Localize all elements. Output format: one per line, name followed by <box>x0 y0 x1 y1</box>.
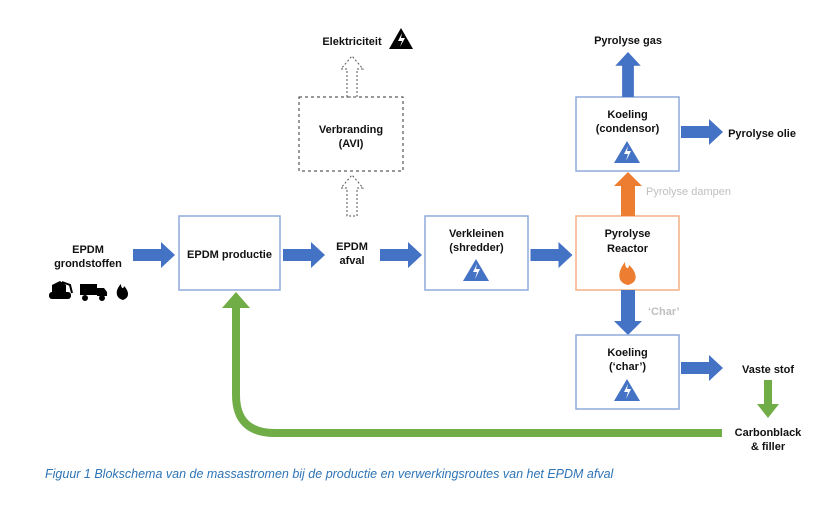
pyrolyse-gas-label: Pyrolyse gas <box>594 35 662 47</box>
pyrolyse-olie-label: Pyrolyse olie <box>728 128 796 140</box>
box-productie-label: EPDM productie <box>187 249 272 261</box>
arrow-verkleinen-to-reactor <box>530 242 573 268</box>
excavator-icon <box>49 281 73 299</box>
lightning-icon <box>389 28 413 49</box>
arrow-reactor-to-koeling-char <box>614 290 642 335</box>
verkleinen-label-2: (shredder) <box>449 242 504 254</box>
reactor-label-1: Pyrolyse <box>605 228 651 240</box>
recycle-arrow-head <box>222 292 250 308</box>
afval-label-1: EPDM <box>336 241 368 253</box>
pyrolyse-dampen-label: Pyrolyse dampen <box>646 186 731 198</box>
vaste-stof-label: Vaste stof <box>742 364 794 376</box>
box-epdm-productie <box>178 215 281 291</box>
arrow-afval-to-verkleinen <box>380 242 422 268</box>
arrow-condensor-to-gas <box>615 52 641 97</box>
dashed-arrow-verbranding-to-elektriciteit <box>339 55 365 98</box>
figure-caption: Figuur 1 Blokschema van de massastromen … <box>45 467 614 481</box>
recycle-arrow-carbonblack-to-productie <box>232 306 722 437</box>
input-label-2: grondstoffen <box>54 258 122 270</box>
char-label: ‘Char’ <box>648 306 680 318</box>
arrow-grondstoffen-to-productie <box>133 242 175 268</box>
lightning-icon <box>463 259 489 281</box>
dashed-arrow-afval-to-verbranding <box>339 174 365 217</box>
koeling-char-label-2: (‘char’) <box>609 361 646 373</box>
condensor-label-2: (condensor) <box>596 123 660 135</box>
flame-icon <box>116 284 129 300</box>
verkleinen-label-1: Verkleinen <box>449 228 504 240</box>
arrow-condensor-to-olie <box>681 119 723 145</box>
condensor-label-1: Koeling <box>607 109 647 121</box>
arrow-koeling-char-to-vaste-stof <box>681 355 723 381</box>
carbonblack-label-2: & filler <box>751 441 786 453</box>
koeling-char-label-1: Koeling <box>607 347 647 359</box>
verbranding-label-1: Verbranding <box>319 124 383 136</box>
lightning-icon <box>614 141 640 163</box>
input-label-1: EPDM <box>72 244 104 256</box>
lightning-icon <box>614 379 640 401</box>
verbranding-label-2: (AVI) <box>339 138 364 150</box>
arrow-vaste-stof-to-carbonblack <box>757 380 779 418</box>
truck-icon <box>80 284 107 301</box>
carbonblack-label-1: Carbonblack <box>735 427 803 439</box>
flame-icon <box>619 262 636 285</box>
afval-label-2: afval <box>339 255 364 267</box>
box-verbranding <box>298 96 404 172</box>
reactor-label-2: Reactor <box>607 243 649 255</box>
arrow-productie-to-afval <box>283 242 325 268</box>
elektriciteit-label: Elektriciteit <box>322 36 382 48</box>
arrow-reactor-to-condensor <box>614 172 642 216</box>
